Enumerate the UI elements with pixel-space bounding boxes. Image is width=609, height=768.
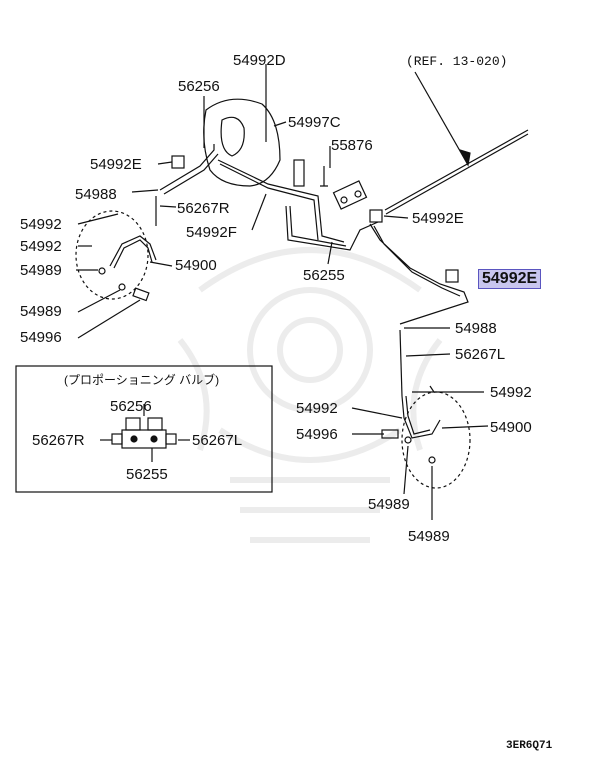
label-54900-right: 54900 bbox=[490, 419, 532, 436]
label-54992-left1: 54992 bbox=[20, 216, 62, 233]
brake-pipe-center bbox=[217, 159, 345, 243]
left-brake-disc bbox=[75, 210, 149, 300]
inset-title: (プロポーショニング バルブ) bbox=[64, 373, 220, 387]
clip-54992E-hl bbox=[445, 269, 459, 283]
brake-pipe-right bbox=[369, 223, 469, 325]
label-54992F: 54992F bbox=[186, 224, 237, 241]
inset-box bbox=[15, 365, 273, 493]
main-brake-pipe bbox=[384, 129, 529, 215]
inset-label-56255: 56255 bbox=[126, 466, 168, 483]
label-56267L-right: 56267L bbox=[455, 346, 506, 363]
label-54997C: 54997C bbox=[288, 114, 341, 131]
label-56267R-top: 56267R bbox=[177, 200, 230, 217]
label-54988-right: 54988 bbox=[455, 320, 497, 337]
clip-54997C bbox=[293, 159, 305, 187]
brake-pipe-left bbox=[159, 144, 219, 195]
clip-54992E-left bbox=[171, 155, 185, 169]
right-brake-hose bbox=[401, 395, 441, 439]
clip-54992E-right bbox=[369, 209, 383, 223]
label-54992D: 54992D bbox=[233, 52, 286, 69]
left-brake-hose bbox=[109, 235, 157, 269]
inset-label-56267R: 56267R bbox=[32, 432, 85, 449]
proportioning-valve bbox=[332, 180, 368, 210]
label-54989-left1: 54989 bbox=[20, 262, 62, 279]
label-54992E-right: 54992E bbox=[412, 210, 464, 227]
label-55876: 55876 bbox=[331, 137, 373, 154]
right-pipe-56267L bbox=[399, 329, 403, 397]
drawing-code: 3ER6Q71 bbox=[506, 740, 553, 752]
label-54988-left: 54988 bbox=[75, 186, 117, 203]
label-54989-right2: 54989 bbox=[408, 528, 450, 545]
label-54992E-left: 54992E bbox=[90, 156, 142, 173]
inset-label-56256: 56256 bbox=[110, 398, 152, 415]
brake-booster bbox=[203, 98, 281, 187]
inset-label-56267L: 56267L bbox=[192, 432, 243, 449]
label-54996-left: 54996 bbox=[20, 329, 62, 346]
reference-label: (REF. 13-020) bbox=[406, 54, 508, 69]
label-56256-top: 56256 bbox=[178, 78, 220, 95]
label-54900-left: 54900 bbox=[175, 257, 217, 274]
watermark-emblem bbox=[177, 247, 443, 543]
label-54992E-highlighted[interactable]: 54992E bbox=[478, 269, 542, 289]
label-54992-left2: 54992 bbox=[20, 238, 62, 255]
label-54992-right1: 54992 bbox=[490, 384, 532, 401]
label-54996-right: 54996 bbox=[296, 426, 338, 443]
label-56255-mid: 56255 bbox=[303, 267, 345, 284]
label-54992-right2: 54992 bbox=[296, 400, 338, 417]
brake-pipe-lower bbox=[285, 205, 379, 251]
ref-arrowhead bbox=[458, 149, 471, 167]
label-54989-left2: 54989 bbox=[20, 303, 62, 320]
right-brake-disc bbox=[401, 391, 471, 489]
label-54989-right1: 54989 bbox=[368, 496, 410, 513]
inset-valve-body bbox=[121, 429, 167, 449]
